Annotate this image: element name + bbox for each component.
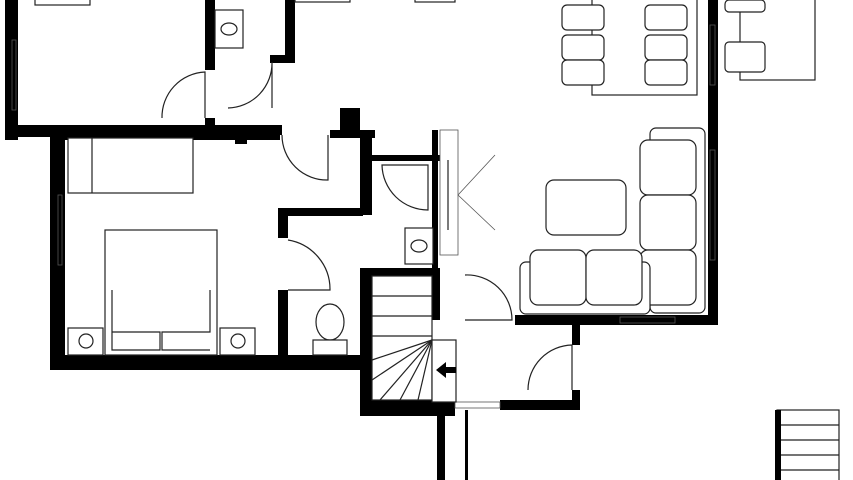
exterior-stairs [775, 409, 840, 480]
windows [11, 24, 716, 409]
furniture [34, 0, 816, 356]
arrow-left-icon [436, 362, 456, 378]
walls [5, 0, 718, 480]
doors [161, 61, 573, 391]
stairs [371, 275, 457, 403]
